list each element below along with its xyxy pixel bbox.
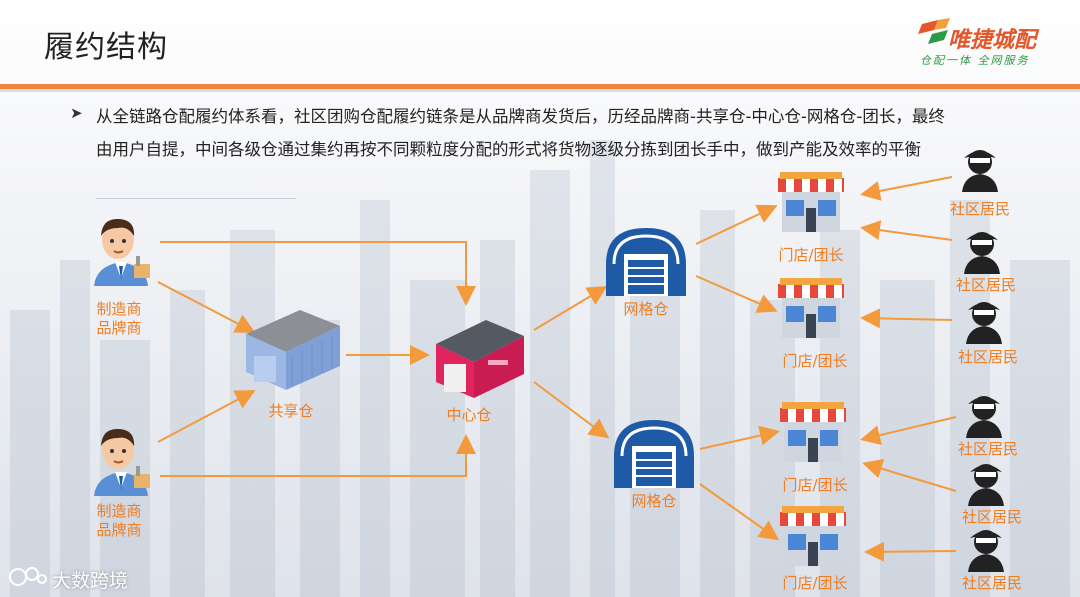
bullet-arrow-icon: ➤ [70,104,83,122]
central-warehouse-label: 中心仓 [446,406,492,424]
store-icon [780,506,846,566]
shared-warehouse-label: 共享仓 [268,402,314,420]
logo-name: 唯捷城配 [948,28,1037,53]
central-warehouse-icon [436,320,524,398]
store-icon [778,278,844,338]
intro-paragraph: 从全链路仓配履约体系看，社区团购仓配履约链条是从品牌商发货后，历经品牌商-共享仓… [96,107,945,159]
resident-label-3: 社区居民 [957,348,1018,366]
resident-label-5: 社区居民 [961,508,1022,526]
store-label-1: 门店/团长 [778,246,844,264]
grid-warehouse-label-2: 网格仓 [631,492,677,510]
grid-warehouse-label-1: 网格仓 [623,300,669,318]
brand-label-1: 制造商 品牌商 [96,300,142,337]
brand-label-2: 制造商 品牌商 [96,502,142,539]
store-label-2: 门店/团长 [782,352,848,370]
store-icon [780,402,846,462]
arrow-res1-to-store1 [860,176,953,201]
arrow-central-to-grid1 [533,285,608,331]
watermark-logo-icon [9,567,47,586]
arrow-res2-to-store1 [860,220,953,241]
resident-label-6: 社区居民 [961,574,1022,592]
resident-person-icon [962,150,998,192]
arrow-brand1-to-shared [157,281,256,333]
grid-warehouse-icon [614,420,694,488]
header-divider-shadow [0,89,1080,92]
resident-person-icon [966,396,1002,438]
resident-label-4: 社区居民 [957,440,1018,458]
arrow-res6-to-store4 [864,541,957,562]
shared-warehouse-icon [246,310,340,390]
arrow-res5-to-store3 [862,459,957,492]
watermark: 大数跨境 [8,564,158,592]
arrow-brand2-to-central [160,434,476,477]
logo-mark-icon [918,18,950,44]
arrow-brand1-to-central [160,241,476,306]
arrow-res3-to-store2 [860,308,953,329]
logo-tagline: 仓配一体 全网服务 [920,54,1030,67]
manufacturer-person-icon [94,428,150,496]
resident-label-1: 社区居民 [949,200,1010,218]
arrow-grid2-to-store3 [699,425,780,450]
arrow-grid1-to-store2 [695,275,778,313]
arrow-brand2-to-shared [157,390,256,443]
manufacturer-person-icon [94,218,150,286]
page-title: 履约结构 [44,30,168,65]
resident-person-icon [966,302,1002,344]
watermark-text: 大数跨境 [52,570,129,592]
resident-person-icon [964,232,1000,274]
store-icon [778,172,844,232]
grid-warehouse-icon [606,228,686,296]
resident-person-icon [968,530,1004,572]
arrow-central-to-grid2 [533,381,610,439]
store-label-4: 门店/团长 [782,574,848,592]
resident-label-2: 社区居民 [955,276,1016,294]
arrow-grid2-to-store4 [699,483,780,541]
company-logo: 唯捷城配 仓配一体 全网服务 [918,18,1068,70]
header-divider [0,84,1080,89]
arrow-res4-to-store3 [860,416,957,446]
store-label-3: 门店/团长 [782,476,848,494]
arrow-grid1-to-store1 [695,204,778,245]
paragraph-underline [96,198,296,199]
resident-person-icon [968,464,1004,506]
